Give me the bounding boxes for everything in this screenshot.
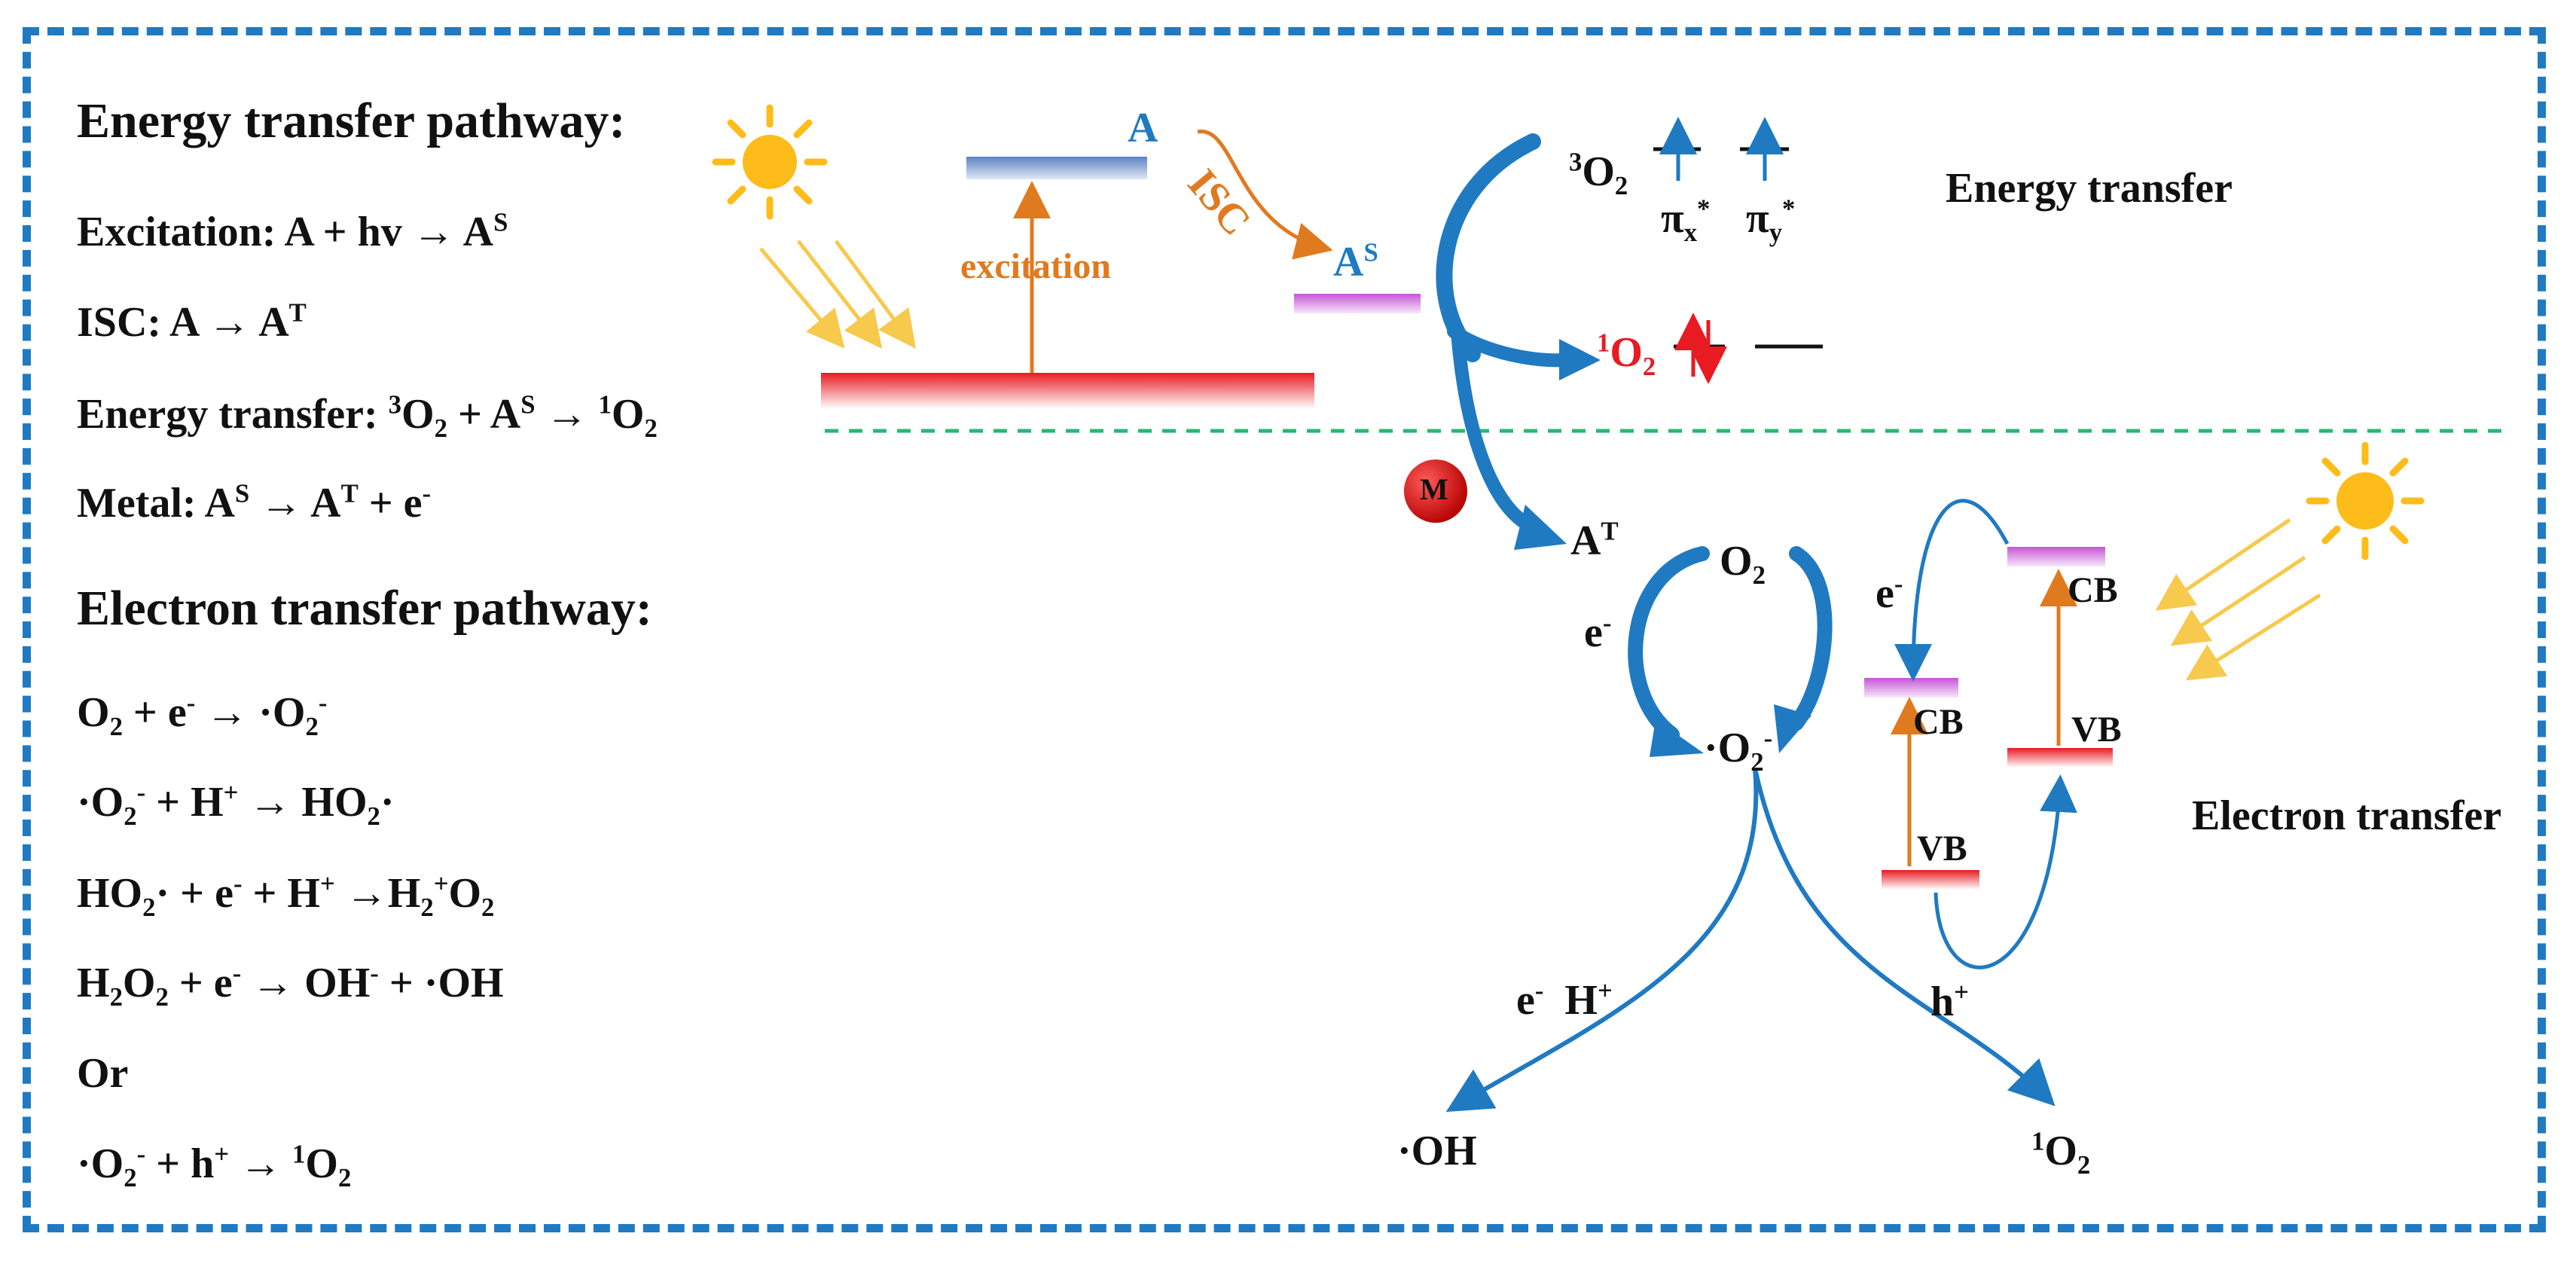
metal-equation: Metal: AS → AT + e-	[77, 478, 432, 527]
sun-icon	[2306, 441, 2425, 560]
pi-y-label: πy*	[1746, 194, 1796, 248]
left-o2-arrowhead	[1650, 719, 1704, 757]
excitation-label: excitation	[960, 246, 1111, 286]
right-o2-arrow	[1789, 546, 1833, 731]
vb2-label: VB	[2071, 710, 2122, 750]
triplet-orbitals	[1653, 117, 1789, 181]
singlet-orbitals	[1674, 313, 1823, 384]
pi-x-label: πx*	[1661, 194, 1711, 248]
to-at-arrow	[1451, 325, 1543, 536]
energy-pathway-title: Energy transfer pathway:	[77, 93, 626, 148]
state-a-label: A	[1128, 105, 1158, 151]
metal-m-icon	[1404, 459, 1467, 523]
electron-eq-5: ·O2- + h+ → 1O2	[77, 1139, 352, 1193]
to-singlet-arrow	[1447, 325, 1570, 368]
superoxide-label: ·O2-	[1704, 723, 1773, 777]
as-level-bar	[1294, 294, 1421, 313]
vb1-label: VB	[1917, 829, 1967, 869]
state-as-label: AS	[1333, 237, 1378, 285]
electron-eq-3: HO2· + e- + H+ →H2+O2	[77, 869, 495, 923]
a-level-bar	[966, 157, 1147, 179]
cb2-bar	[2007, 547, 2105, 566]
hole-label: h+	[1930, 977, 1969, 1025]
energy-transfer-arrow	[1436, 133, 1541, 362]
left-o2-arrow	[1628, 546, 1710, 742]
electron-transfer-label: Electron transfer	[2192, 792, 2502, 839]
electron-right-label: e-	[1876, 569, 1903, 617]
hydroxyl-label: ·OH	[1397, 1128, 1477, 1174]
singlet-o2-label: 1O2	[1597, 328, 1656, 382]
cb1-label: CB	[1913, 702, 1964, 742]
electron-left-label: e-	[1584, 608, 1612, 656]
ground-state-bar	[821, 373, 1314, 409]
triplet-o2-label: 3O2	[1569, 147, 1628, 201]
cb1-bar	[1864, 678, 1958, 698]
electron-eq-1: O2 + e- → ·O2-	[77, 688, 328, 742]
right-o2-arrowhead	[1774, 704, 1811, 753]
electron-eq-2: ·O2- + H+ → HO2·	[77, 777, 395, 832]
vb2-bar	[2007, 748, 2113, 768]
to-singlet-bottom-arrow	[1753, 768, 2056, 1107]
energy-transfer-label: Energy transfer	[1946, 165, 2233, 212]
sun-icon	[712, 104, 828, 220]
e-h-label: e- H+	[1516, 975, 1613, 1024]
excitation-equation: Excitation: A + hv → AS	[77, 207, 508, 255]
isc-equation: ISC: A → AT	[77, 298, 307, 346]
isc-arrow	[1197, 130, 1333, 260]
to-oh-arrow	[1445, 768, 1759, 1113]
electron-hop-arrow	[1894, 499, 2010, 682]
or-label: Or	[77, 1050, 129, 1097]
hole-hop-arrow	[1934, 774, 2077, 969]
dashed-frame	[23, 27, 2546, 1232]
cb2-label: CB	[2068, 570, 2118, 610]
state-at-label: AT	[1570, 516, 1619, 564]
singlet-o2-bottom-label: 1O2	[2031, 1126, 2091, 1180]
electron-pathway-title: Electron transfer pathway:	[77, 581, 652, 636]
metal-label: M	[1420, 472, 1448, 506]
to-at-arrowhead	[1514, 505, 1567, 550]
energy-transfer-equation: Energy transfer: 3O2 + AS → 1O2	[77, 389, 658, 444]
to-singlet-arrowhead	[1559, 339, 1601, 380]
vb1-bar	[1882, 870, 1979, 890]
light-rays	[759, 240, 2321, 681]
electron-eq-4: H2O2 + e- → OH- + ·OH	[77, 958, 504, 1012]
o2-label: O2	[1720, 538, 1766, 591]
